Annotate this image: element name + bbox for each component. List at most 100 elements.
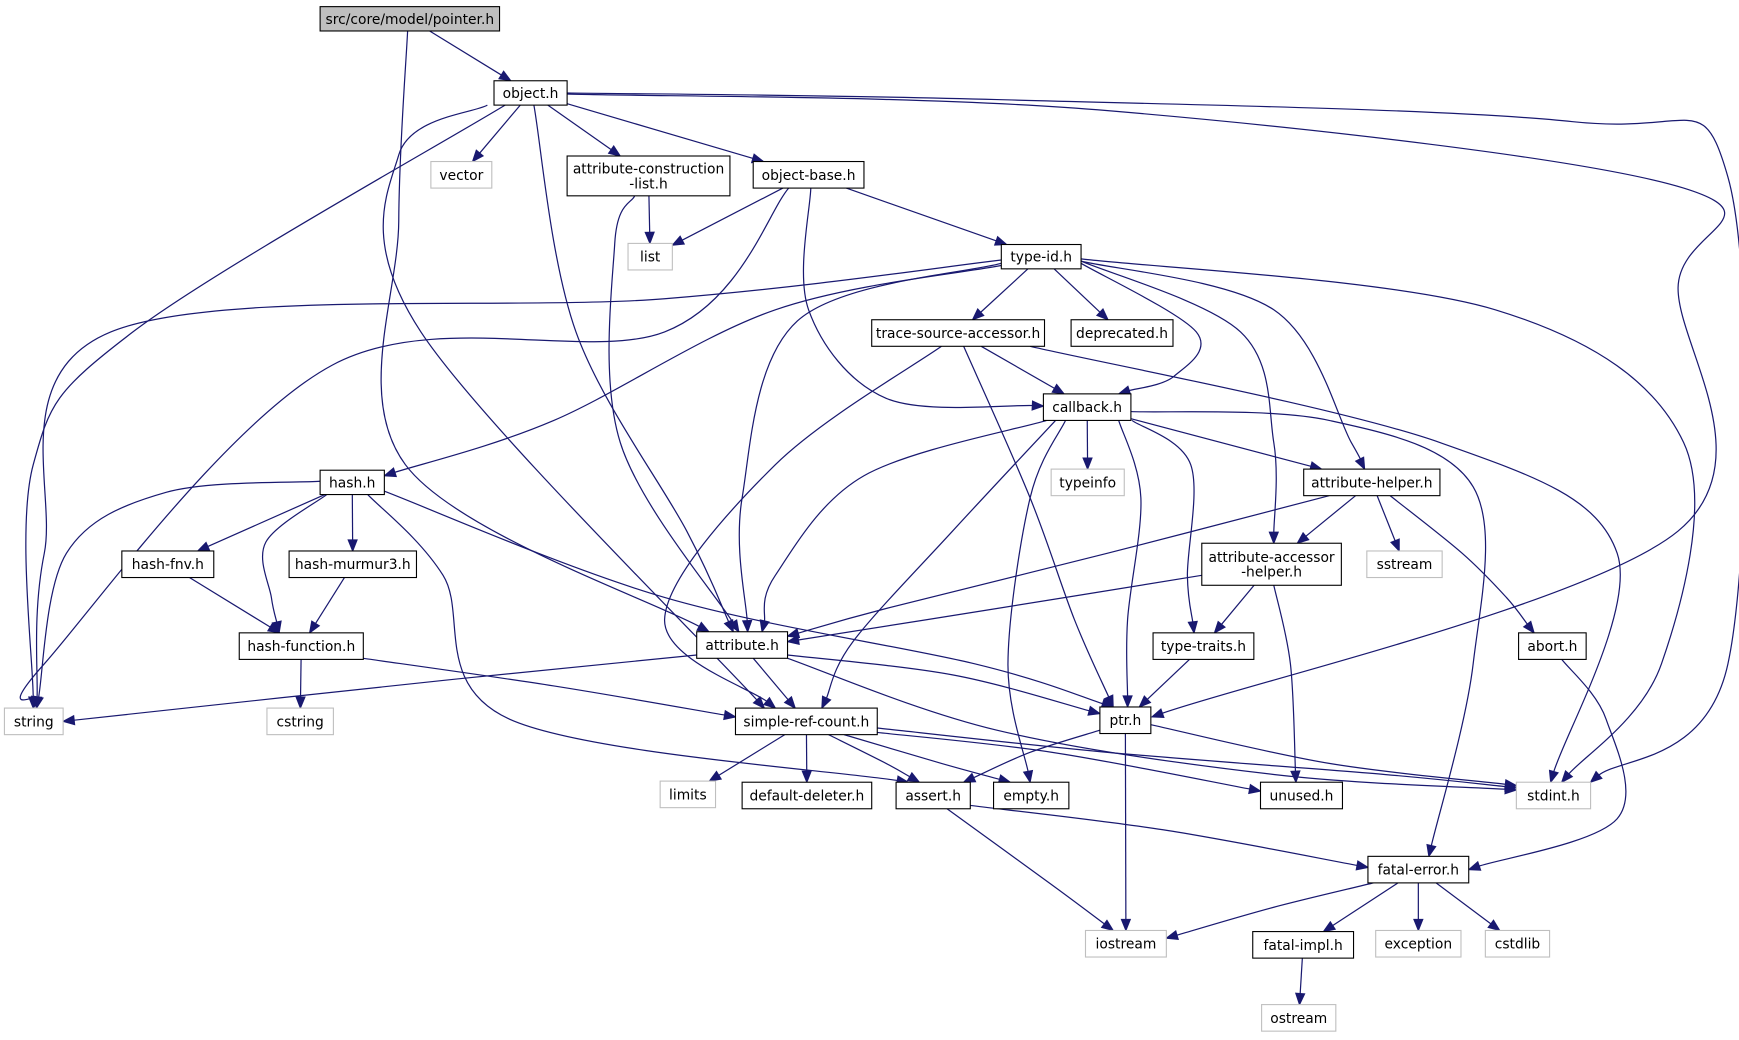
edge-object-to-attribute: [533, 104, 734, 634]
node-label: attribute-construction: [573, 161, 724, 177]
header-file-node[interactable]: attribute-helper.h: [1303, 468, 1441, 497]
edge-object-to-acl: [547, 104, 622, 157]
node-box: [895, 781, 971, 810]
node-box: [1515, 781, 1592, 810]
system-header-node: cstring: [266, 707, 334, 736]
edge-line: [763, 419, 1047, 623]
edge-acl-to-attribute: [608, 195, 740, 634]
header-file-node[interactable]: object-base.h: [752, 160, 865, 189]
edge-tsa-to-stdint: [1029, 345, 1621, 784]
header-file-node[interactable]: fatal-impl.h: [1252, 931, 1355, 959]
system-header-node: vector: [430, 160, 493, 189]
header-file-node[interactable]: empty.h: [993, 781, 1070, 810]
header-file-node[interactable]: simple-ref-count.h: [734, 707, 878, 736]
header-file-node[interactable]: deprecated.h: [1070, 319, 1174, 347]
node-label: object.h: [503, 86, 559, 102]
header-file-node[interactable]: fatal-error.h: [1367, 855, 1470, 884]
edge-ptr-to-stdint: [1150, 724, 1518, 790]
arrowhead-icon: [696, 621, 711, 633]
arrowhead-icon: [308, 620, 321, 635]
arrowhead-icon: [1100, 919, 1115, 932]
header-file-node[interactable]: attribute-construction-list.h: [566, 155, 731, 197]
edge-line: [963, 346, 1110, 699]
edge-callback-to-src: [821, 420, 1057, 710]
node-box: [1518, 632, 1587, 660]
node-box: [493, 80, 568, 106]
edge-hashmurmur-to-hashfunc: [308, 577, 345, 635]
node-label: hash-murmur3.h: [295, 557, 411, 573]
node-box: [627, 242, 673, 271]
edge-line: [1304, 495, 1356, 538]
header-file-node[interactable]: object.h: [493, 80, 568, 106]
node-box: [659, 780, 717, 809]
node-label: type-traits.h: [1161, 639, 1246, 655]
edge-aah-to-attribute: [786, 574, 1202, 646]
arrowhead-icon: [971, 308, 985, 321]
node-label: cstdlib: [1495, 937, 1541, 953]
edge-line: [979, 268, 1029, 314]
arrowhead-icon: [1426, 843, 1437, 858]
edge-typeid-to-hash: [382, 264, 1002, 478]
arrowhead-icon: [1164, 929, 1179, 941]
header-file-node[interactable]: hash-murmur3.h: [288, 550, 418, 579]
header-file-node[interactable]: hash.h: [319, 469, 385, 496]
node-box: [1252, 931, 1355, 959]
edge-tsa-to-callback: [980, 345, 1066, 395]
node-box: [1099, 706, 1152, 735]
header-file-node[interactable]: attribute-accessor-helper.h: [1201, 542, 1342, 586]
header-file-node[interactable]: type-id.h: [1000, 243, 1082, 270]
arrowhead-icon: [1522, 620, 1536, 635]
edge-abort-to-fatalerr: [1467, 659, 1627, 871]
header-file-node[interactable]: trace-source-accessor.h: [871, 319, 1046, 347]
header-file-node[interactable]: type-traits.h: [1152, 632, 1255, 660]
header-file-node[interactable]: hash-function.h: [238, 632, 364, 660]
edge-line: [533, 104, 730, 623]
node-box: [696, 631, 789, 659]
edge-line: [314, 577, 345, 625]
header-file-node[interactable]: unused.h: [1259, 781, 1344, 810]
header-file-node[interactable]: callback.h: [1042, 393, 1132, 421]
edge-line: [382, 104, 759, 702]
node-label: attribute.h: [705, 638, 779, 654]
edge-fatalerr-to-iostream: [1164, 882, 1374, 941]
header-file-node[interactable]: abort.h: [1518, 632, 1587, 660]
arrowhead-icon: [1413, 918, 1424, 932]
system-header-node: typeinfo: [1050, 468, 1125, 497]
arrowhead-icon: [1560, 769, 1574, 784]
edge-line: [1435, 882, 1493, 925]
edge-line: [1220, 584, 1255, 626]
arrowhead-icon: [1355, 860, 1370, 871]
edge-line: [1150, 724, 1507, 785]
arrowhead-icon: [783, 695, 797, 710]
edge-acl-to-list: [644, 195, 655, 245]
node-label: attribute-accessor: [1209, 550, 1335, 566]
node-box: [993, 781, 1070, 810]
edges-layer: [19, 30, 1739, 1007]
root-file-node[interactable]: src/core/model/pointer.h: [319, 6, 501, 32]
header-file-node[interactable]: hash-fnv.h: [121, 550, 215, 579]
edge-line: [478, 104, 521, 155]
node-label: -helper.h: [1241, 565, 1302, 581]
header-file-node[interactable]: default-deleter.h: [741, 781, 873, 810]
header-file-node[interactable]: attribute.h: [696, 631, 789, 659]
node-label: -list.h: [629, 176, 667, 192]
arrowhead-icon: [382, 467, 398, 478]
edge-line: [1029, 345, 1621, 773]
arrowhead-icon: [33, 695, 44, 710]
node-box: [1050, 468, 1125, 497]
edge-attrhelper-to-aah: [1296, 495, 1356, 545]
arrowhead-icon: [1213, 620, 1226, 634]
edge-attribute-to-string: [61, 654, 697, 726]
header-file-node[interactable]: assert.h: [895, 781, 971, 810]
edge-callback-to-fatalerr: [1130, 410, 1487, 858]
header-file-node[interactable]: ptr.h: [1099, 706, 1152, 735]
edge-line: [384, 490, 1104, 705]
edge-line: [206, 493, 326, 548]
edge-line: [567, 93, 1726, 715]
edge-line: [1376, 495, 1397, 542]
arrowhead-icon: [61, 714, 76, 726]
arrowhead-icon: [1504, 778, 1518, 790]
edge-typeid-to-attribute: [738, 262, 1002, 634]
node-label: stdint.h: [1527, 788, 1580, 804]
edge-object-to-stdint: [567, 92, 1739, 784]
